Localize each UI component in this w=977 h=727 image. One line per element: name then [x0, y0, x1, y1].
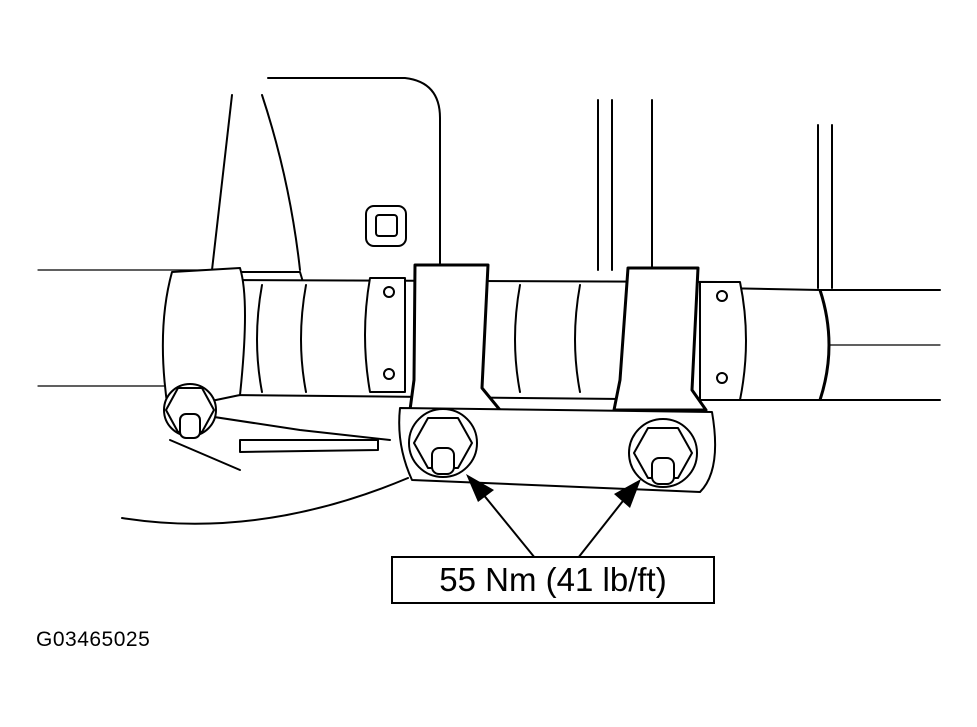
arrow-icon [577, 479, 641, 559]
figure-id-label: G03465025 [36, 628, 151, 651]
torque-callout: 55 Nm (41 lb/ft) [391, 556, 715, 604]
exhaust-pipe-drawing [171, 271, 831, 401]
bolt-icon [628, 418, 698, 488]
bolt-icon [163, 383, 217, 439]
left-bracket-drawing [161, 267, 391, 471]
bolt-icon [408, 408, 478, 478]
chassis-outline [211, 77, 833, 289]
arrow-icon [466, 474, 536, 559]
